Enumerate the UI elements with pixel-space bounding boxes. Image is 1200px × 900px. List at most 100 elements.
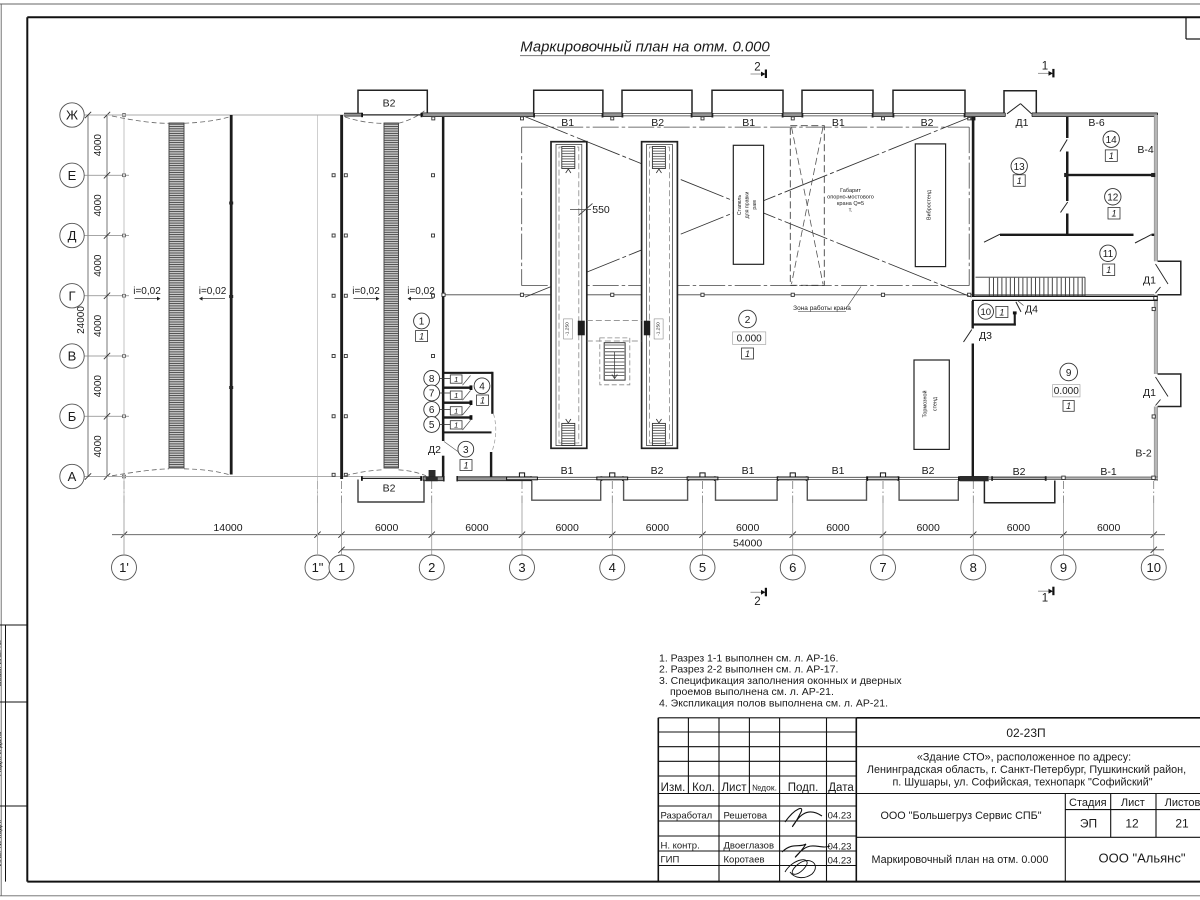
svg-text:В1: В1 <box>832 117 845 129</box>
svg-text:6000: 6000 <box>1097 522 1121 534</box>
svg-text:Д2: Д2 <box>428 444 441 456</box>
svg-text:для правки: для правки <box>745 191 751 218</box>
svg-text:24000: 24000 <box>76 306 87 334</box>
svg-text:В: В <box>68 349 77 364</box>
svg-text:В-4: В-4 <box>1137 144 1154 156</box>
svg-text:11: 11 <box>1103 249 1114 260</box>
svg-text:В2: В2 <box>651 117 664 129</box>
svg-text:Подп.: Подп. <box>788 782 819 794</box>
svg-text:Тормозной: Тормозной <box>922 391 929 418</box>
svg-text:21: 21 <box>1175 817 1189 831</box>
svg-text:4000: 4000 <box>93 314 104 337</box>
svg-text:ГИП: ГИП <box>661 854 680 865</box>
svg-text:1: 1 <box>1111 209 1116 219</box>
svg-text:В1: В1 <box>561 465 574 477</box>
svg-text:1. Разрез 1-1 выполнен см. л.: 1. Разрез 1-1 выполнен см. л. АР-16. <box>659 653 838 665</box>
svg-text:п. Шушары, ул. Софийская, техн: п. Шушары, ул. Софийская, технопарк "Соф… <box>892 776 1152 788</box>
svg-text:Стапель: Стапель <box>737 195 743 215</box>
svg-text:4000: 4000 <box>93 435 104 458</box>
svg-text:крана Q=5: крана Q=5 <box>837 201 864 207</box>
svg-text:14000: 14000 <box>213 522 242 534</box>
svg-text:Е: Е <box>68 168 77 183</box>
svg-text:Маркировочный план на отм. 0.0: Маркировочный план на отм. 0.000 <box>520 40 770 56</box>
svg-text:2: 2 <box>754 596 760 608</box>
svg-text:В1: В1 <box>561 117 574 129</box>
svg-text:3. Спецификация заполнения око: 3. Спецификация заполнения оконных и две… <box>659 675 902 687</box>
svg-text:Дата: Дата <box>828 782 854 794</box>
svg-text:1: 1 <box>1106 265 1111 275</box>
svg-text:В2: В2 <box>1013 466 1026 478</box>
svg-text:В1: В1 <box>742 465 755 477</box>
svg-text:4: 4 <box>479 381 485 392</box>
svg-text:i=0,02: i=0,02 <box>407 286 435 297</box>
svg-text:1': 1' <box>119 560 129 575</box>
svg-text:Взам. инв. №: Взам. инв. № <box>0 640 3 686</box>
svg-text:13: 13 <box>1014 162 1026 173</box>
svg-text:В1: В1 <box>742 117 755 129</box>
svg-text:рам: рам <box>752 200 758 210</box>
svg-text:Б: Б <box>68 409 77 424</box>
svg-text:Коротаев: Коротаев <box>724 854 765 865</box>
svg-text:4. Экспликация полов выполнена: 4. Экспликация полов выполнена см. л. АР… <box>659 697 888 709</box>
svg-text:6000: 6000 <box>916 522 940 534</box>
svg-text:1: 1 <box>1042 593 1048 605</box>
svg-text:4000: 4000 <box>93 254 104 277</box>
svg-text:Вибростенд: Вибростенд <box>927 189 933 220</box>
svg-text:ООО "Альянс": ООО "Альянс" <box>1099 851 1186 866</box>
svg-text:6000: 6000 <box>736 522 760 534</box>
svg-text:Зона работы крана: Зона работы крана <box>793 304 851 312</box>
svg-text:Решетова: Решетова <box>724 811 768 822</box>
svg-text:i=0,02: i=0,02 <box>199 286 227 297</box>
svg-text:Маркировочный план на отм. 0.0: Маркировочный план на отм. 0.000 <box>872 854 1049 866</box>
svg-text:9: 9 <box>1066 368 1072 379</box>
svg-text:№док.: №док. <box>752 782 777 792</box>
svg-text:Д1: Д1 <box>1143 275 1156 287</box>
svg-text:i=0,02: i=0,02 <box>133 286 161 297</box>
svg-text:2: 2 <box>745 315 751 326</box>
svg-text:04.23: 04.23 <box>828 842 852 853</box>
svg-text:В2: В2 <box>922 465 935 477</box>
svg-text:1: 1 <box>999 307 1004 317</box>
svg-text:6: 6 <box>429 405 435 416</box>
svg-text:1: 1 <box>1109 151 1114 161</box>
svg-text:Изм.: Изм. <box>661 782 686 794</box>
svg-text:А: А <box>68 469 77 484</box>
svg-text:1: 1 <box>419 331 424 341</box>
svg-text:4: 4 <box>609 560 616 575</box>
svg-text:1: 1 <box>454 421 458 430</box>
svg-text:Д4: Д4 <box>1025 303 1038 315</box>
svg-text:1: 1 <box>454 407 458 416</box>
svg-text:6000: 6000 <box>555 522 579 534</box>
svg-text:Подп. и дата: Подп. и дата <box>0 731 3 776</box>
svg-text:8: 8 <box>970 560 977 575</box>
svg-text:12: 12 <box>1125 817 1139 831</box>
svg-text:7: 7 <box>429 389 435 400</box>
svg-text:В2: В2 <box>383 483 396 495</box>
svg-text:Кол.: Кол. <box>692 782 715 794</box>
svg-text:4000: 4000 <box>93 134 104 157</box>
svg-text:Лист: Лист <box>722 782 748 794</box>
svg-text:7: 7 <box>879 560 886 575</box>
svg-text:6000: 6000 <box>646 522 670 534</box>
svg-text:Ж: Ж <box>66 108 78 123</box>
svg-text:1: 1 <box>480 395 485 405</box>
svg-text:2: 2 <box>428 560 435 575</box>
svg-text:Габарит: Габарит <box>840 188 861 194</box>
svg-text:2: 2 <box>754 62 760 74</box>
svg-text:9: 9 <box>1060 560 1067 575</box>
svg-text:В-6: В-6 <box>1088 117 1105 129</box>
svg-text:Ленинградская область, г. Санк: Ленинградская область, г. Санкт-Петербур… <box>867 764 1186 776</box>
svg-text:Разработал: Разработал <box>661 811 713 822</box>
svg-text:Г: Г <box>68 288 75 303</box>
svg-text:10: 10 <box>1147 560 1161 575</box>
svg-text:54000: 54000 <box>733 537 762 549</box>
svg-text:5: 5 <box>429 420 435 431</box>
svg-text:6000: 6000 <box>1007 522 1031 534</box>
svg-text:Двоеглазов: Двоеглазов <box>724 840 775 851</box>
svg-text:6000: 6000 <box>465 522 489 534</box>
svg-text:3: 3 <box>518 560 525 575</box>
svg-text:В-1: В-1 <box>1100 466 1117 478</box>
svg-text:опорно-мостового: опорно-мостового <box>827 195 874 201</box>
svg-text:10: 10 <box>981 307 992 318</box>
svg-text:Д3: Д3 <box>979 330 992 342</box>
